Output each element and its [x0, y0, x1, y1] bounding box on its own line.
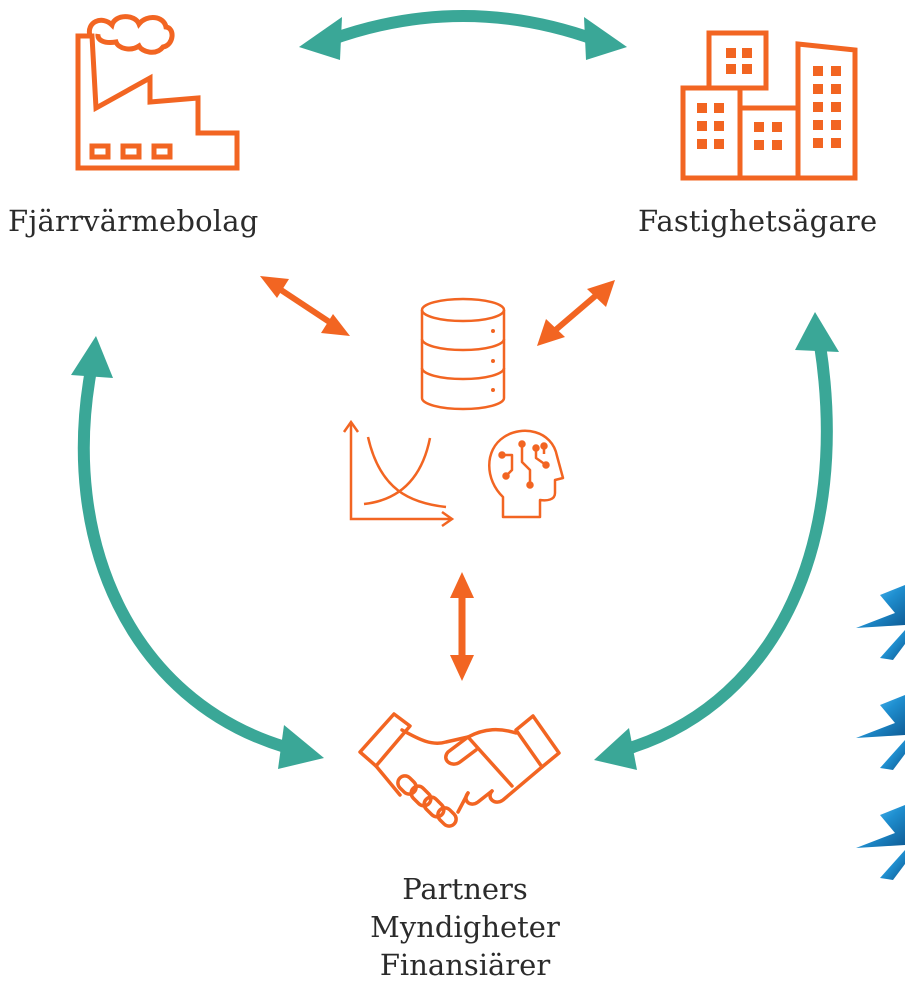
teal-arrow-top — [299, 10, 627, 60]
financiers-label: Finansiärer — [379, 948, 551, 982]
orange-arrow-right — [537, 280, 615, 346]
handshake-icon — [358, 712, 561, 828]
teal-arrow-left — [71, 336, 324, 769]
buildings-icon — [680, 30, 858, 181]
orange-arrow-vertical — [450, 572, 474, 681]
chart-icon — [342, 419, 455, 528]
partners-label: Partners — [402, 872, 528, 906]
property-owners-label: Fastighetsägare — [638, 204, 878, 238]
database-icon — [420, 297, 506, 411]
orange-arrow-left — [260, 276, 350, 336]
blue-arrow-icon-3 — [856, 805, 905, 880]
district-heating-label: Fjärrvärmebolag — [8, 204, 259, 238]
factory-icon — [75, 14, 240, 171]
teal-arrow-right — [594, 312, 839, 770]
partners-label-group: Partners Myndigheter Finansiärer — [330, 870, 600, 984]
authorities-label: Myndigheter — [370, 910, 560, 944]
ai-head-icon — [488, 429, 565, 519]
blue-arrow-icon-2 — [856, 695, 905, 770]
blue-arrow-icon-1 — [856, 585, 905, 660]
